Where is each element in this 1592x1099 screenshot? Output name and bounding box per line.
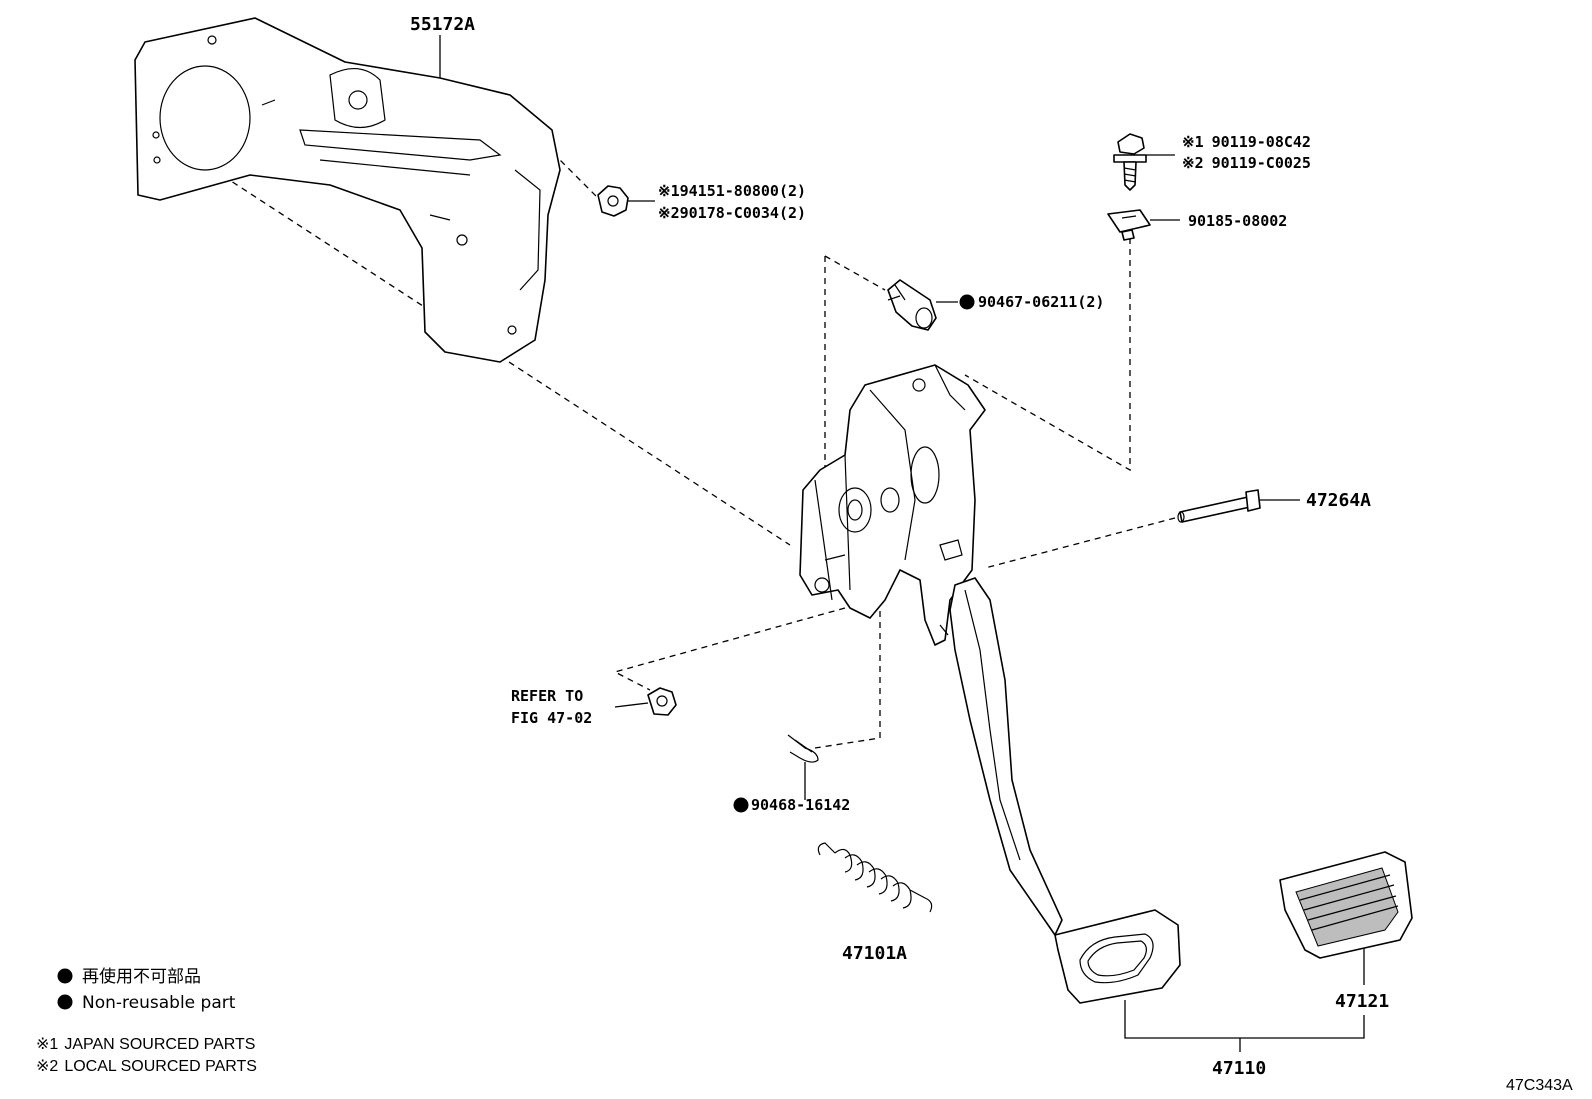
svg-text:※194151-80800(2): ※194151-80800(2) — [658, 182, 806, 200]
cotter-clip-number: 90468-16142 — [751, 796, 850, 814]
spring-number: 47101A — [842, 943, 907, 964]
refer-label: REFER TO FIG 47-02 — [511, 687, 649, 727]
bracket-number: 55172A — [410, 14, 475, 35]
refer-line-1: REFER TO — [511, 687, 583, 705]
brake-pedal-pad-part — [1054, 909, 1181, 1004]
bolt-number-1: 90119-08C42 — [1212, 133, 1311, 151]
nut-mark-2: ※2 — [658, 204, 680, 222]
bushing-part — [887, 279, 937, 331]
refer-nut-part — [647, 687, 677, 716]
legend-note-1: ※1 JAPAN SOURCED PARTS — [36, 1036, 255, 1053]
bolt-mark-2: ※2 — [1182, 154, 1204, 172]
cotter-clip-part — [787, 734, 819, 763]
clip-nut-number: 90185-08002 — [1188, 212, 1287, 230]
spring-number-label: 47101A — [842, 943, 907, 964]
pedal-assembly-number-label: 47110 — [1124, 1000, 1365, 1079]
bolt-number-2: 90119-C0025 — [1212, 154, 1311, 172]
svg-text:※290178-C0034(2): ※290178-C0034(2) — [658, 204, 806, 222]
bushing-number: 90467-06211(2) — [978, 293, 1104, 311]
non-reusable-mark-icon — [733, 797, 749, 813]
non-reusable-mark-icon — [57, 968, 73, 984]
diagram-code: 47C343A — [1506, 1077, 1573, 1094]
legend-item-jp: 再使用不可部品 — [57, 966, 201, 987]
pedal-support-part — [799, 364, 986, 646]
bushing-number-label: 90467-06211(2) — [936, 293, 1104, 311]
bracket-number-label: 55172A — [410, 14, 475, 78]
assembly-dashed-lines — [167, 139, 1176, 749]
pad-cover-number-label: 47121 — [1335, 948, 1389, 1012]
note-mark-1: ※1 — [36, 1036, 58, 1053]
nut-part — [597, 185, 629, 217]
clip-nut-number-label: 90185-08002 — [1150, 212, 1287, 230]
legend-text-en: Non-reusable part — [82, 993, 236, 1013]
bolt-number-label: ※1 90119-08C42 ※2 90119-C0025 — [1146, 133, 1311, 172]
legend-text-jp: 再使用不可部品 — [82, 966, 201, 987]
clip-nut-part — [1107, 209, 1151, 241]
return-spring-part — [817, 842, 933, 913]
note-mark-2: ※2 — [36, 1058, 58, 1075]
nut-mark-1: ※1 — [658, 182, 680, 200]
non-reusable-mark-icon — [57, 994, 73, 1010]
nut-number-label: ※194151-80800(2) ※290178-C0034(2) — [628, 182, 806, 222]
pad-cover-number: 47121 — [1335, 991, 1389, 1012]
pin-number-label: 47264A — [1260, 490, 1371, 511]
note-text-2: LOCAL SOURCED PARTS — [64, 1058, 257, 1075]
note-text-1: JAPAN SOURCED PARTS — [64, 1036, 255, 1053]
legend-note-2: ※2 LOCAL SOURCED PARTS — [36, 1058, 257, 1075]
pedal-pad-cover-part — [1279, 851, 1413, 959]
legend: 再使用不可部品 Non-reusable part ※1 JAPAN SOURCE… — [36, 966, 257, 1075]
bolt-part — [1113, 133, 1147, 191]
nut-number-1: 94151-80800(2) — [680, 182, 806, 200]
nut-number-2: 90178-C0034(2) — [680, 204, 806, 222]
bolt-mark-1: ※1 — [1182, 133, 1204, 151]
pedal-assembly-number: 47110 — [1212, 1058, 1266, 1079]
pin-number: 47264A — [1306, 490, 1371, 511]
pedal-bracket-part — [134, 17, 561, 363]
legend-item-en: Non-reusable part — [57, 993, 236, 1013]
brake-pedal-arm-part — [949, 577, 1063, 936]
refer-line-2: FIG 47-02 — [511, 709, 592, 727]
cotter-clip-number-label: 90468-16142 — [733, 762, 850, 814]
non-reusable-mark-icon — [959, 294, 975, 310]
pin-part — [1177, 489, 1261, 523]
